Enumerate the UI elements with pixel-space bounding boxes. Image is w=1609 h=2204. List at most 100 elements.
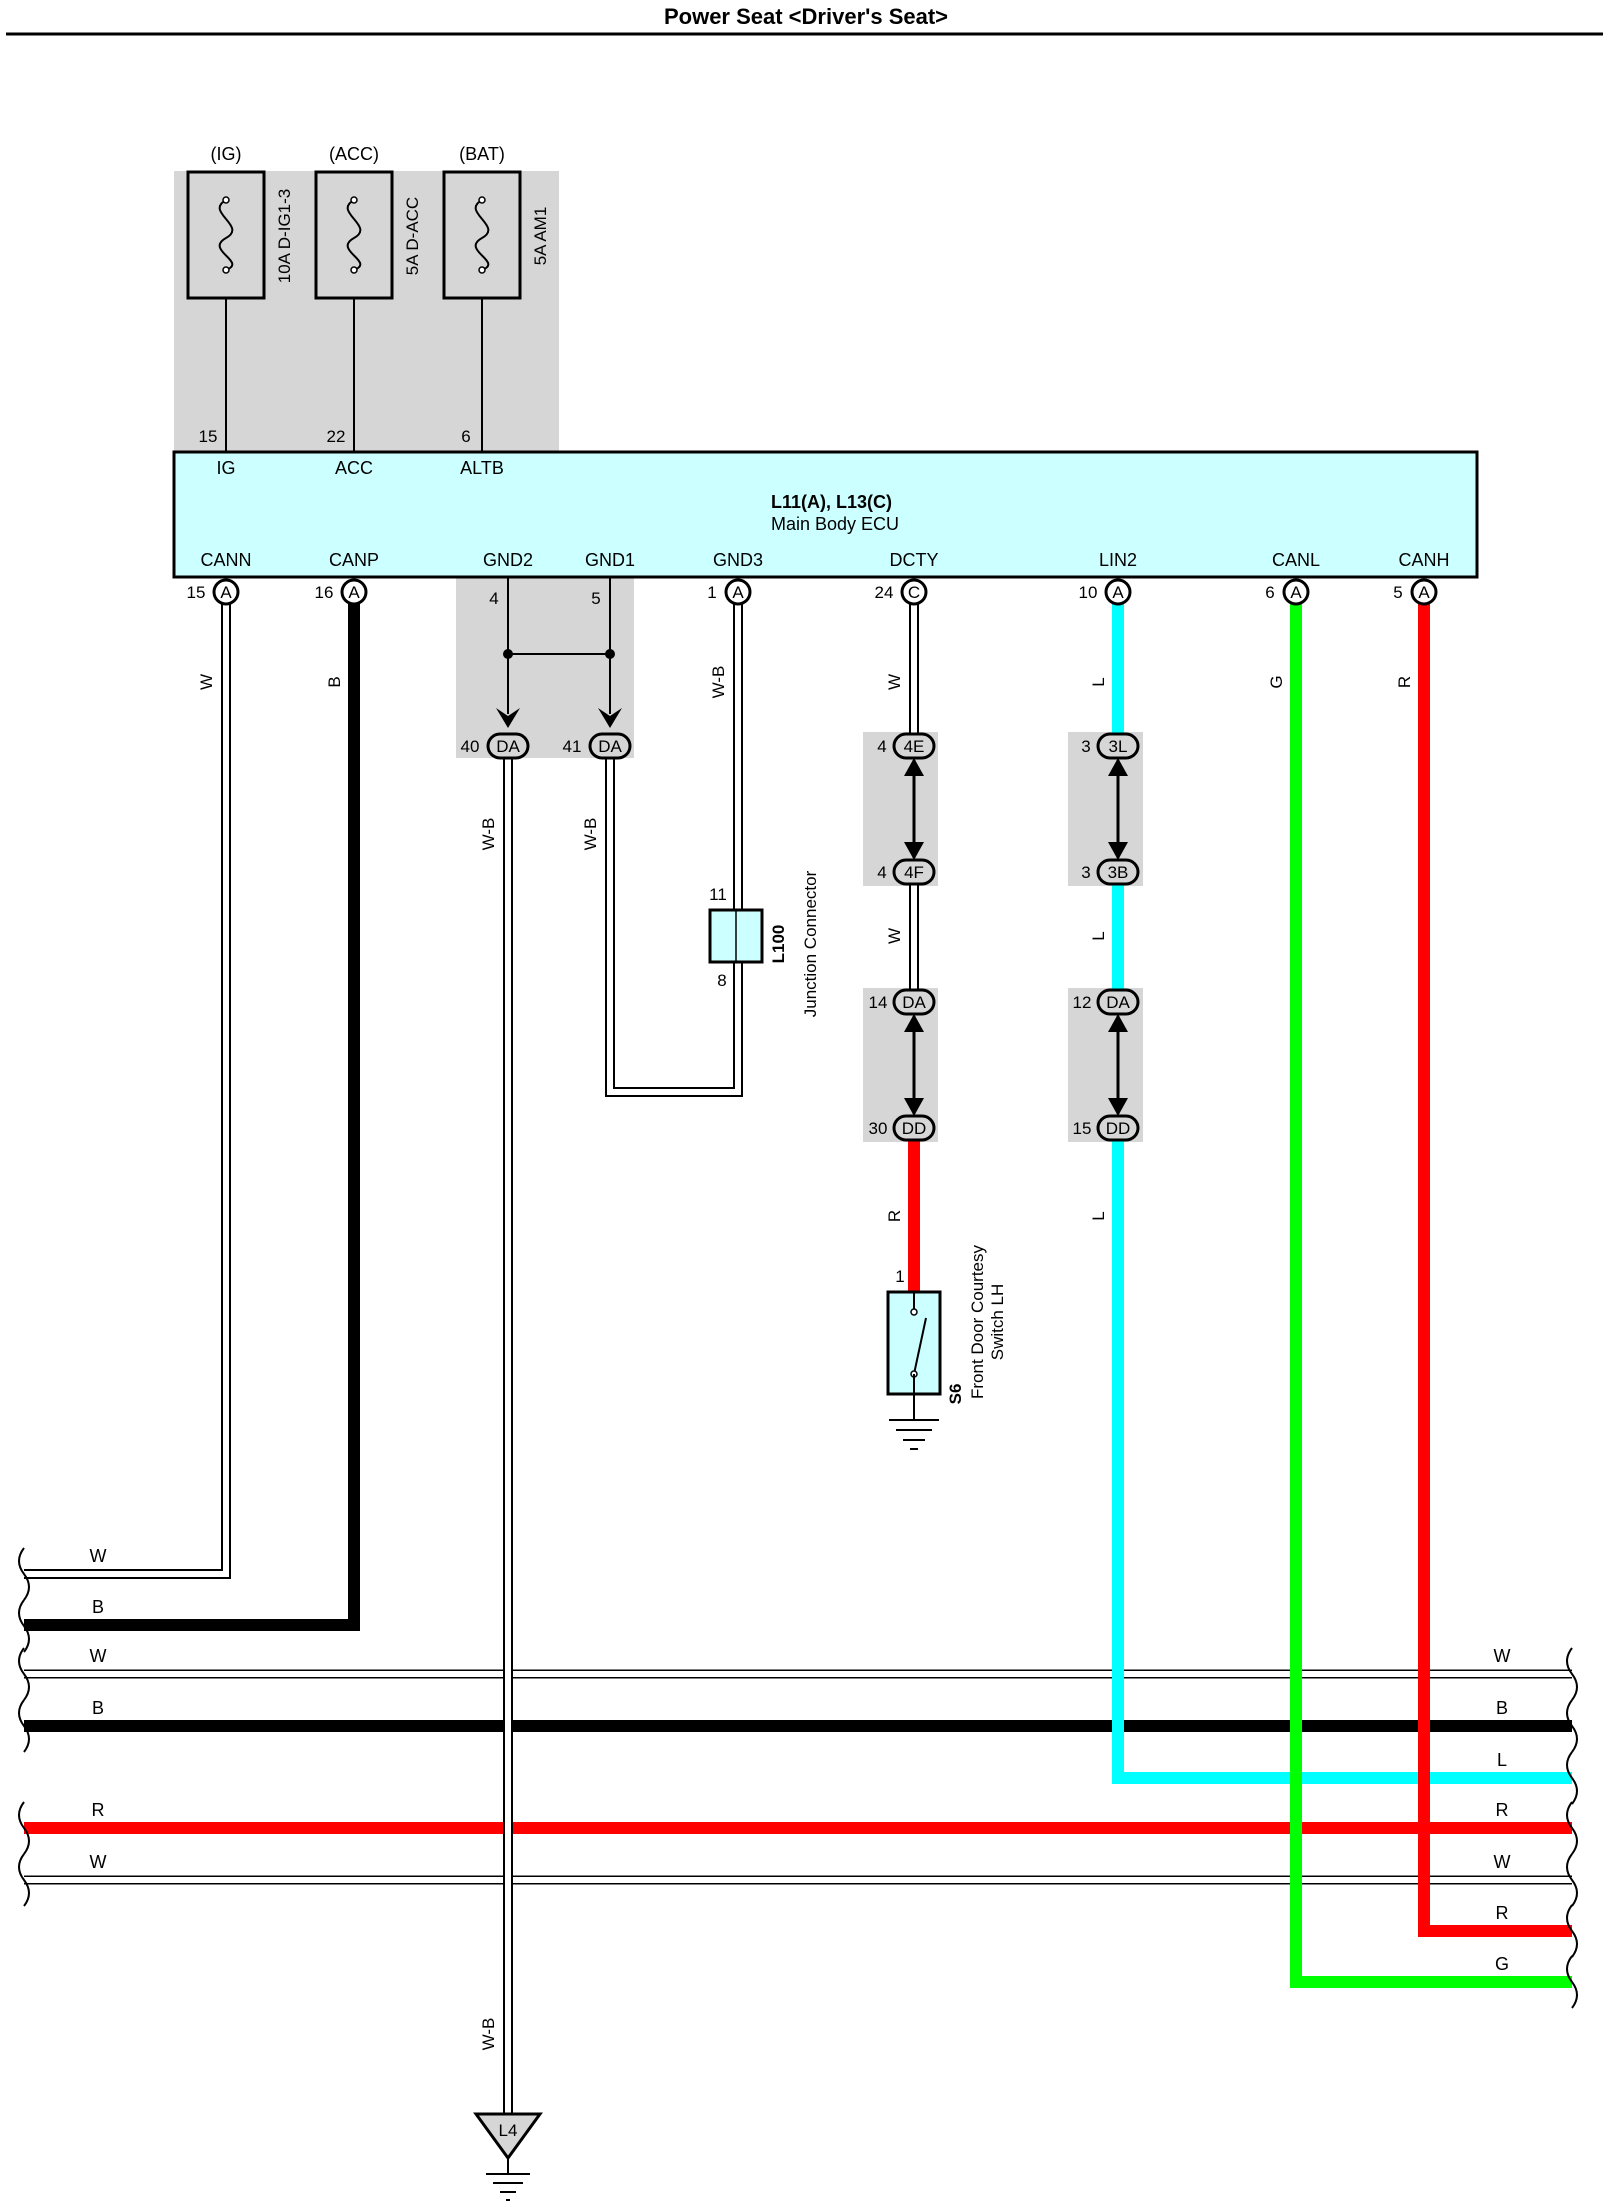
dcty-pin: 24 — [875, 583, 894, 602]
fuse-rating-label: 5A AM1 — [531, 207, 550, 266]
bus-left-label: W — [90, 1546, 107, 1566]
bus-right-label: L — [1497, 1750, 1507, 1770]
terminal-label-canh: CANH — [1398, 550, 1449, 570]
switch-name-line2: Switch LH — [988, 1284, 1007, 1361]
bus-right-label: G — [1495, 1954, 1509, 1974]
lin2-pin: 10 — [1079, 583, 1098, 602]
ground-da-right-pin: 41 — [563, 737, 582, 756]
terminal-label-dcty: DCTY — [890, 550, 939, 570]
canl-wire-color: G — [1267, 675, 1286, 688]
dcty-conn-3-code: DD — [902, 1119, 927, 1138]
dcty-conn-3-pin: 30 — [869, 1119, 888, 1138]
ground-da-right-code: DA — [598, 737, 622, 756]
dcty-conn-2-code: DA — [902, 993, 926, 1012]
dcty-wire-color-3: R — [885, 1210, 904, 1222]
fuse-source-label: (IG) — [211, 144, 242, 164]
page-title: Power Seat <Driver's Seat> — [664, 4, 948, 29]
bus-right-label: W — [1494, 1852, 1511, 1872]
front-door-courtesy-switch: 1 S6 Front Door Courtesy Switch LH — [886, 1245, 1007, 1450]
dcty-conn-1-code: 4F — [904, 863, 924, 882]
terminal-label-gnd3: GND3 — [713, 550, 763, 570]
ground-code: L4 — [499, 2121, 518, 2140]
bus-left-label: B — [92, 1597, 104, 1617]
lin-conn-3-code: DD — [1106, 1119, 1131, 1138]
lin-wire-color-2: L — [1089, 931, 1108, 940]
fuse-rating-label: 10A D-IG1-3 — [275, 189, 294, 284]
fuse-d-acc: (ACC) 5A D-ACC 22 — [314, 144, 422, 452]
ground-wire-color-bottom: W-B — [479, 2018, 498, 2051]
lin-connectors: 3L 3 3B 3 DA 12 DD 15 — [1073, 732, 1140, 1142]
main-body-ecu: IG ACC ALTB L11(A), L13(C) Main Body ECU — [172, 450, 1479, 579]
fuse-pin-label: 6 — [461, 427, 470, 446]
lin-conn-2-code: DA — [1106, 993, 1130, 1012]
canl-pin: 6 — [1265, 583, 1274, 602]
l100-pin-top: 11 — [709, 885, 727, 904]
terminal-label-canl: CANL — [1272, 550, 1320, 570]
ground-l4: W-B L4 — [473, 2018, 543, 2201]
fuse-source-label: (BAT) — [459, 144, 505, 164]
bus-left-labels: W B W B R W — [90, 1546, 107, 1872]
lin-conn-1-code: 3B — [1108, 863, 1129, 882]
switch-pin: 1 — [895, 1267, 904, 1286]
bus-right-label: R — [1496, 1903, 1509, 1923]
bus-left-label: W — [90, 1646, 107, 1666]
ground-wire-color-left: W-B — [479, 818, 498, 851]
wire-canh — [1418, 600, 1572, 1937]
wire-gnd1-gnd3-loop — [605, 600, 743, 1097]
l100-pin-bottom: 8 — [717, 971, 726, 990]
lin-conn-0-code: 3L — [1109, 737, 1128, 756]
gnd3-pin: 1 — [707, 583, 716, 602]
wire-cann — [24, 600, 231, 1579]
bus-left-label: R — [92, 1800, 105, 1820]
dcty-conn-0-pin: 4 — [877, 737, 886, 756]
ground-junction-connectors: DA 40 DA 41 W-B W-B — [461, 732, 632, 851]
switch-code: S6 — [946, 1384, 965, 1405]
dcty-conn-0-code: 4E — [904, 737, 925, 756]
canp-connector: A — [348, 583, 360, 602]
bus-right-labels: W B L R W R G — [1494, 1646, 1511, 1974]
fuse-d-ig1-3: (IG) 10A D-IG1-3 15 — [186, 144, 294, 452]
ecu-terminal-acc: ACC — [335, 458, 373, 478]
terminal-label-gnd1: GND1 — [585, 550, 635, 570]
ground-junction-shade — [456, 578, 634, 758]
cann-wire-color: W — [197, 674, 216, 690]
cann-connector: A — [220, 583, 232, 602]
wire-canl — [1290, 600, 1572, 1988]
wire-canp — [24, 600, 360, 1631]
gnd2-pin: 4 — [489, 589, 498, 608]
lin-conn-1-pin: 3 — [1081, 863, 1090, 882]
gnd3-connector: A — [732, 583, 744, 602]
dcty-wire-color-1: W — [885, 674, 904, 690]
fuse-pin-label: 15 — [199, 427, 218, 446]
lin-conn-3-pin: 15 — [1073, 1119, 1092, 1138]
wire-dcty: W W R — [885, 600, 920, 1292]
break-marks — [18, 1547, 1578, 2009]
canl-connector: A — [1290, 583, 1302, 602]
canp-wire-color: B — [325, 676, 344, 687]
fuse-source-label: (ACC) — [329, 144, 379, 164]
lin-wire-color-3: L — [1089, 1211, 1108, 1220]
terminal-label-lin2: LIN2 — [1099, 550, 1137, 570]
lin-conn-0-pin: 3 — [1081, 737, 1090, 756]
l100-name: Junction Connector — [801, 870, 820, 1017]
bus-left-label: B — [92, 1698, 104, 1718]
terminal-label-canp: CANP — [329, 550, 379, 570]
fuse-pin-label: 22 — [327, 427, 346, 446]
bus-lines — [24, 1669, 1572, 1885]
wire-lin2: L L L — [1089, 600, 1572, 1784]
dcty-connector: C — [908, 583, 920, 602]
fuse-rating-label: 5A D-ACC — [403, 197, 422, 275]
gnd3-wire-color: W-B — [709, 666, 728, 699]
bus-right-label: B — [1496, 1698, 1508, 1718]
lin2-connector: A — [1112, 583, 1124, 602]
bus-left-label: W — [90, 1852, 107, 1872]
ground-da-left-pin: 40 — [461, 737, 480, 756]
ground-da-left-code: DA — [496, 737, 520, 756]
terminal-label-cann: CANN — [200, 550, 251, 570]
canh-wire-color: R — [1395, 676, 1414, 688]
ground-wires: 4 5 — [489, 577, 622, 728]
junction-connector-l100: 11 8 L100 Junction Connector W-B — [708, 666, 820, 1017]
terminal-label-gnd2: GND2 — [483, 550, 533, 570]
ecu-name: Main Body ECU — [771, 514, 899, 534]
canh-pin: 5 — [1393, 583, 1402, 602]
